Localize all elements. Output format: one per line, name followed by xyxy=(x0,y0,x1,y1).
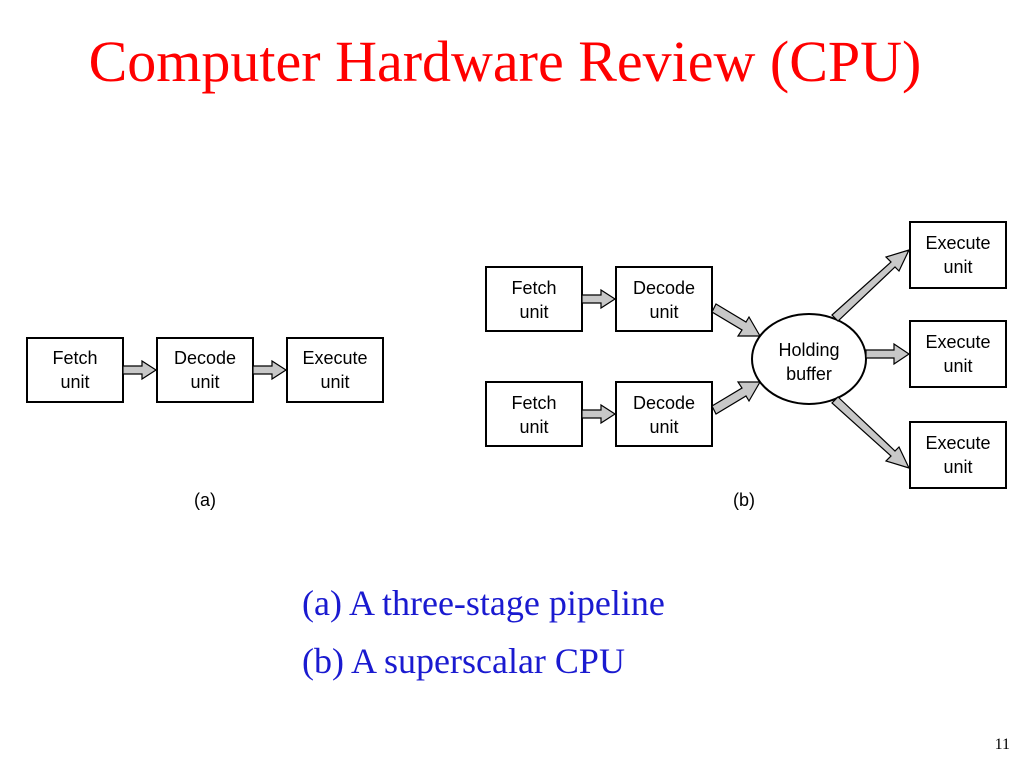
pipeline-diagram: Fetch unit Decode unit Execute unit (a) xyxy=(26,337,384,510)
execute-unit-label-2: unit xyxy=(320,372,349,392)
arrow-buffer-to-execute-middle xyxy=(865,342,911,366)
decode-unit-label-2: unit xyxy=(190,372,219,392)
execute-unit-bottom-label-1: Execute xyxy=(925,433,990,453)
fetch-unit-top-box xyxy=(485,266,583,332)
execute-unit-bottom-label-2: unit xyxy=(943,457,972,477)
decode-unit-bottom-label-2: unit xyxy=(649,417,678,437)
caption-line-1: (a) A three-stage pipeline xyxy=(302,583,665,623)
execute-unit-box xyxy=(286,337,384,403)
holding-buffer-label-1: Holding xyxy=(778,340,839,360)
decode-unit-box xyxy=(156,337,254,403)
superscalar-diagram: Fetch unit Decode unit Fetch unit Decode… xyxy=(485,221,1007,510)
caption-line-2: (b) A superscalar CPU xyxy=(302,641,625,681)
decode-unit-top-label-1: Decode xyxy=(633,278,695,298)
execute-unit-bottom-box xyxy=(909,421,1007,489)
execute-unit-middle-label-1: Execute xyxy=(925,332,990,352)
fetch-unit-label-2: unit xyxy=(60,372,89,392)
execute-unit-label-1: Execute xyxy=(302,348,367,368)
page-number: 11 xyxy=(994,736,1010,753)
arrow-fetch-to-decode-bottom xyxy=(581,403,617,425)
holding-buffer-label-2: buffer xyxy=(786,364,832,384)
execute-unit-top-label-2: unit xyxy=(943,257,972,277)
execute-unit-middle-box xyxy=(909,320,1007,388)
arrow-buffer-to-execute-top xyxy=(831,249,911,322)
diagram-a-label: (a) xyxy=(194,490,216,510)
slide-title: Computer Hardware Review (CPU) xyxy=(88,29,922,94)
fetch-unit-bottom-label-2: unit xyxy=(519,417,548,437)
fetch-unit-top-label-1: Fetch xyxy=(511,278,556,298)
execute-unit-top-box xyxy=(909,221,1007,289)
decode-unit-bottom-label-1: Decode xyxy=(633,393,695,413)
fetch-unit-bottom-box xyxy=(485,381,583,447)
holding-buffer-ellipse xyxy=(751,313,867,405)
arrow-buffer-to-execute-bottom xyxy=(831,396,911,469)
arrow-decode-bottom-to-buffer xyxy=(711,381,762,415)
arrow-decode-to-execute xyxy=(252,359,288,381)
fetch-unit-label-1: Fetch xyxy=(52,348,97,368)
fetch-unit-top-label-2: unit xyxy=(519,302,548,322)
arrow-decode-top-to-buffer xyxy=(711,303,762,337)
execute-unit-top-label-1: Execute xyxy=(925,233,990,253)
arrow-fetch-to-decode xyxy=(122,359,158,381)
diagram-b-label: (b) xyxy=(733,490,755,510)
execute-unit-middle-label-2: unit xyxy=(943,356,972,376)
decode-unit-top-label-2: unit xyxy=(649,302,678,322)
arrow-fetch-to-decode-top xyxy=(581,288,617,310)
decode-unit-bottom-box xyxy=(615,381,713,447)
decode-unit-top-box xyxy=(615,266,713,332)
fetch-unit-bottom-label-1: Fetch xyxy=(511,393,556,413)
fetch-unit-box xyxy=(26,337,124,403)
decode-unit-label-1: Decode xyxy=(174,348,236,368)
